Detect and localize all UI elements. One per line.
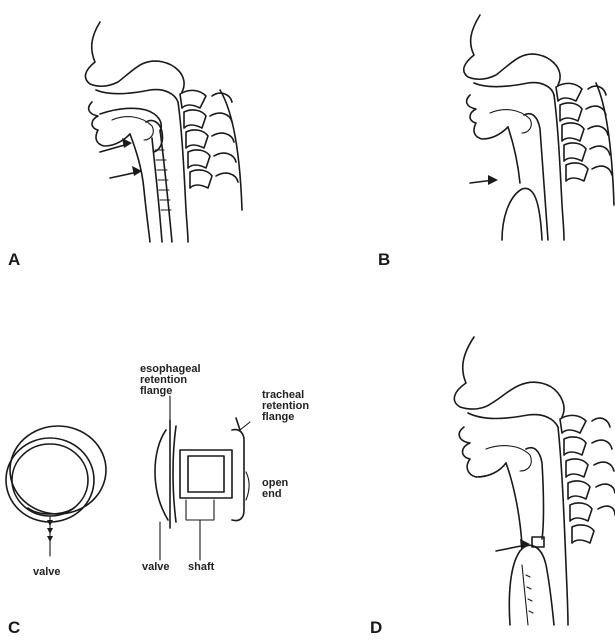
label-shaft: shaft: [188, 562, 214, 573]
prosthesis-front-view: [6, 426, 106, 556]
label-esophageal-line-3: flange: [140, 386, 201, 397]
prosthesis-side-view: [155, 396, 250, 560]
label-esophageal-flange: esophageal retention flange: [140, 364, 201, 397]
cervical-spine-icon: [180, 90, 242, 210]
arrow-icon: [470, 175, 498, 185]
cervical-spine-icon: [556, 83, 614, 205]
label-tracheal-line-3: flange: [262, 412, 309, 423]
head-profile-illustration-d: [430, 325, 615, 625]
arrow-icon: [110, 166, 142, 178]
panel-letter-b: B: [378, 250, 390, 270]
panel-letter-a: A: [8, 250, 20, 270]
arrow-icon: [100, 138, 132, 152]
head-profile-illustration-a: [60, 10, 260, 245]
panel-d: [430, 325, 615, 625]
label-tracheal-flange: tracheal retention flange: [262, 390, 309, 423]
label-valve-front: valve: [33, 567, 61, 578]
cervical-spine-icon: [560, 415, 615, 543]
panel-a: [60, 10, 260, 245]
label-valve-side: valve: [142, 562, 170, 573]
panel-letter-c: C: [8, 618, 20, 638]
label-open-end: open end: [262, 478, 288, 500]
arrow-icon: [496, 539, 530, 551]
panel-b: [440, 5, 615, 240]
head-profile-illustration-b: [440, 5, 615, 240]
label-open-end-line-2: end: [262, 489, 288, 500]
panel-letter-d: D: [370, 618, 382, 638]
